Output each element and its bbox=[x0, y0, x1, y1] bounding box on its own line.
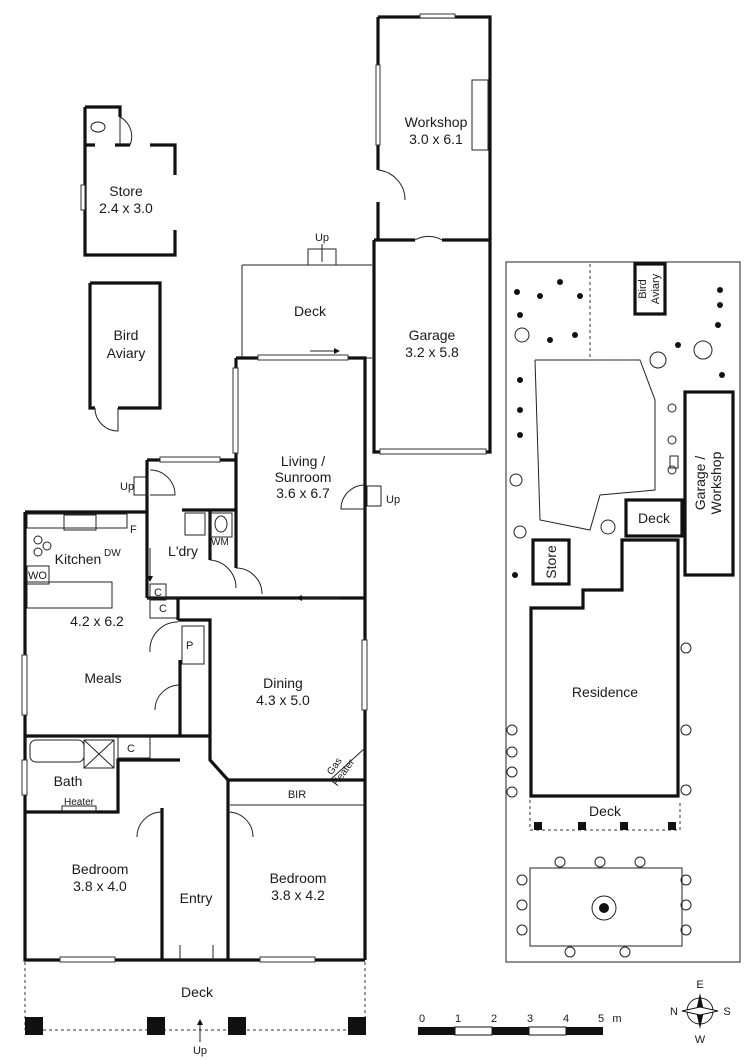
bir-name: BIR bbox=[288, 789, 306, 801]
scale-unit: m bbox=[612, 1013, 621, 1025]
scale-tick-4: 4 bbox=[563, 1013, 569, 1025]
compass-n: N bbox=[670, 1006, 678, 1018]
bath-name: Bath bbox=[54, 773, 83, 789]
kitchen-name: Kitchen bbox=[55, 551, 102, 567]
site-store: Store bbox=[543, 545, 559, 579]
workshop-name: Workshop bbox=[405, 114, 468, 130]
bed2-name: Bedroom bbox=[270, 870, 327, 886]
interior-walls: Up Up bbox=[25, 348, 400, 960]
store-building: Store 2.4 x 3.0 bbox=[80, 105, 177, 257]
scale-tick-1: 1 bbox=[455, 1013, 461, 1025]
front-deck: Deck Up bbox=[24, 962, 366, 1057]
entry-name: Entry bbox=[180, 890, 213, 906]
house-walls bbox=[21, 354, 368, 963]
rear-deck-name: Deck bbox=[294, 303, 327, 319]
scale-tick-3: 3 bbox=[527, 1013, 533, 1025]
up-label-front: Up bbox=[193, 1045, 207, 1057]
f-label: F bbox=[130, 524, 137, 536]
compass-w: W bbox=[695, 1034, 706, 1046]
bird-aviary: Bird Aviary bbox=[88, 281, 162, 432]
c-label-2: C bbox=[159, 603, 167, 615]
laundry-name: L'dry bbox=[168, 543, 198, 559]
site-plan: Bird Aviary Garage / Workshop Deck Store… bbox=[505, 261, 741, 963]
living-size: 3.6 x 6.7 bbox=[276, 485, 330, 501]
compass-s: S bbox=[723, 1006, 730, 1018]
compass-e: E bbox=[696, 979, 703, 991]
aviary-name-1: Bird bbox=[114, 327, 139, 343]
rear-deck: Up Deck bbox=[241, 232, 372, 359]
store-size: 2.4 x 3.0 bbox=[99, 200, 153, 216]
garage-name: Garage bbox=[409, 327, 456, 343]
site-aviary-1: Bird bbox=[637, 279, 649, 299]
heater-label: Heater bbox=[64, 797, 95, 808]
scale-bar: 0 1 2 3 4 5 m bbox=[418, 1013, 622, 1036]
site-deck-rear: Deck bbox=[638, 510, 671, 526]
dining-name: Dining bbox=[263, 675, 303, 691]
bed2-size: 3.8 x 4.2 bbox=[271, 887, 325, 903]
site-aviary-2: Aviary bbox=[650, 273, 662, 304]
room-labels: Living / Sunroom 3.6 x 6.7 Kitchen L'dry… bbox=[54, 453, 332, 906]
scale-tick-0: 0 bbox=[419, 1013, 425, 1025]
front-deck-name: Deck bbox=[181, 984, 214, 1000]
living-name-1: Living / bbox=[281, 453, 325, 469]
garage-size: 3.2 x 5.8 bbox=[405, 344, 459, 360]
aviary-name-2: Aviary bbox=[107, 345, 146, 361]
wo-label: WO bbox=[28, 570, 47, 582]
scale-tick-2: 2 bbox=[491, 1013, 497, 1025]
up-label-deck: Up bbox=[315, 232, 329, 244]
site-residence: Residence bbox=[572, 684, 638, 700]
site-garage-2: Workshop bbox=[708, 451, 724, 514]
compass: E N S W bbox=[670, 979, 731, 1046]
up-label-living: Up bbox=[386, 494, 400, 506]
wm-label: WM bbox=[211, 537, 229, 548]
c-label-3: C bbox=[127, 743, 135, 755]
dining-size: 4.3 x 5.0 bbox=[256, 692, 310, 708]
toilet-icon bbox=[90, 121, 106, 133]
dw-label: DW bbox=[104, 548, 121, 559]
p-label: P bbox=[186, 640, 193, 652]
c-label-1: C bbox=[154, 587, 162, 599]
site-garage-1: Garage / bbox=[692, 456, 708, 511]
bed1-name: Bedroom bbox=[72, 861, 129, 877]
meals-name: Meals bbox=[84, 670, 121, 686]
up-label-laundry: Up bbox=[120, 481, 134, 493]
scale-tick-5: 5 bbox=[598, 1013, 604, 1025]
workshop: Workshop 3.0 x 6.1 bbox=[375, 13, 492, 240]
living-name-2: Sunroom bbox=[275, 469, 332, 485]
site-deck-front: Deck bbox=[589, 803, 622, 819]
garage: Garage 3.2 x 5.8 bbox=[372, 235, 492, 455]
meals-size: 4.2 x 6.2 bbox=[70, 613, 124, 629]
store-name: Store bbox=[109, 183, 143, 199]
workshop-size: 3.0 x 6.1 bbox=[409, 131, 463, 147]
bed1-size: 3.8 x 4.0 bbox=[73, 878, 127, 894]
